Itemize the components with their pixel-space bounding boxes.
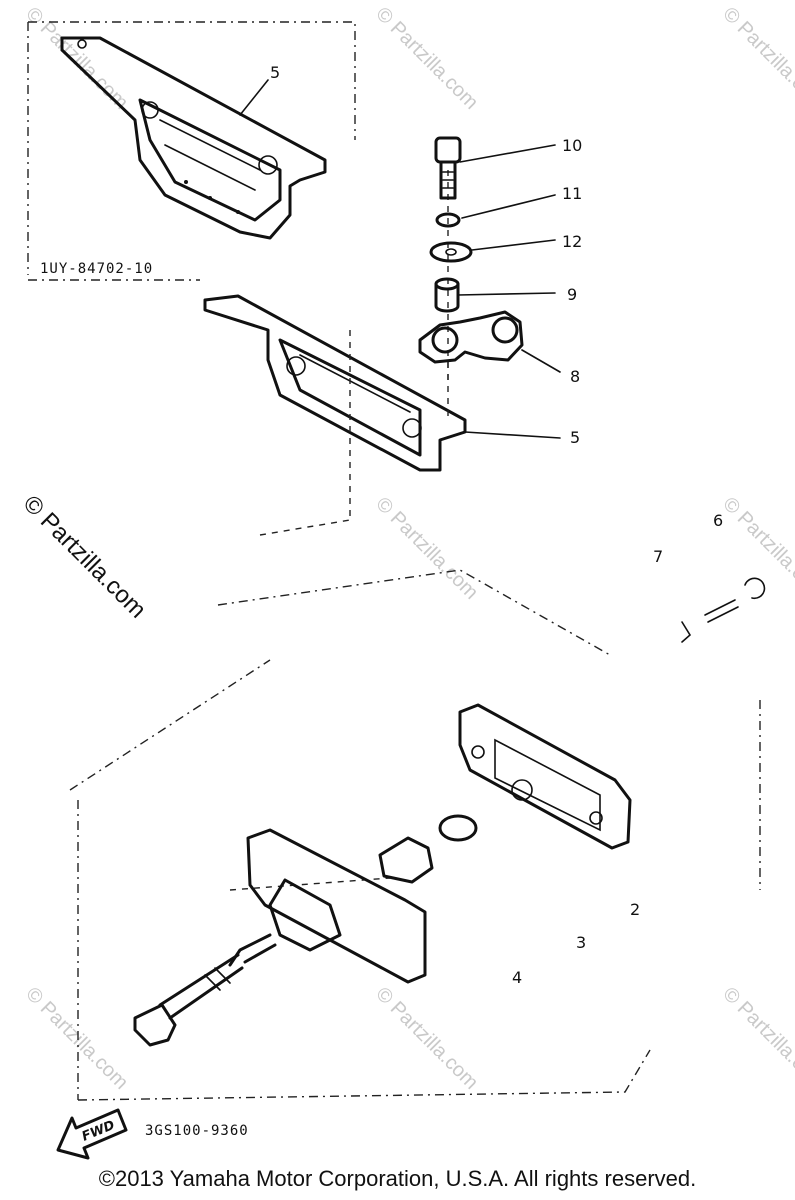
callout-10: 10: [562, 136, 582, 155]
copyright-notice: ©2013 Yamaha Motor Corporation, U.S.A. A…: [98, 1166, 697, 1191]
part-washer: [429, 241, 473, 263]
callout-4: 4: [512, 968, 522, 987]
watermark: © Partzilla.com: [21, 3, 132, 114]
callout-5-top: 5: [270, 63, 280, 82]
watermark: © Partzilla.com: [371, 3, 482, 114]
callout-3: 3: [576, 933, 586, 952]
callout-2: 2: [630, 900, 640, 919]
watermark: © Partzilla.com: [718, 3, 795, 114]
callout-12: 12: [562, 232, 582, 251]
bracket-top: [60, 36, 327, 240]
part-spring-washer: [435, 212, 461, 228]
bracket-middle: [203, 294, 467, 472]
part-collar: [434, 277, 460, 313]
callout-11: 11: [562, 184, 582, 203]
callouts: 5 10 11 12 9 8 5 6 7 2 3 4: [270, 63, 723, 987]
watermark: © Partzilla.com: [371, 983, 482, 1094]
watermark-left: © Partzilla.com: [18, 490, 151, 623]
part-number-lower: 3GS100-9360: [145, 1123, 249, 1139]
callout-5-mid: 5: [570, 428, 580, 447]
callout-7: 7: [653, 547, 663, 566]
leader-lines: [239, 79, 561, 439]
part-lens: [458, 703, 632, 850]
part-number-upper: 1UY-84702-10: [40, 261, 153, 277]
watermark-group: © Partzilla.com © Partzilla.com © Partzi…: [18, 3, 795, 1094]
part-bolt: [434, 136, 462, 200]
part-stay: [418, 310, 524, 380]
part-base: [133, 828, 427, 1047]
part-screw: [681, 577, 766, 643]
callout-8: 8: [570, 367, 580, 386]
fwd-arrow: FWD: [56, 1108, 128, 1160]
upper-frame: [27, 21, 356, 281]
part-bulb: [378, 814, 478, 884]
callout-6: 6: [713, 511, 723, 530]
watermark: © Partzilla.com: [21, 983, 132, 1094]
watermark: © Partzilla.com: [371, 493, 482, 604]
watermark: © Partzilla.com: [718, 493, 795, 604]
watermark: © Partzilla.com: [718, 983, 795, 1094]
callout-9: 9: [567, 285, 577, 304]
